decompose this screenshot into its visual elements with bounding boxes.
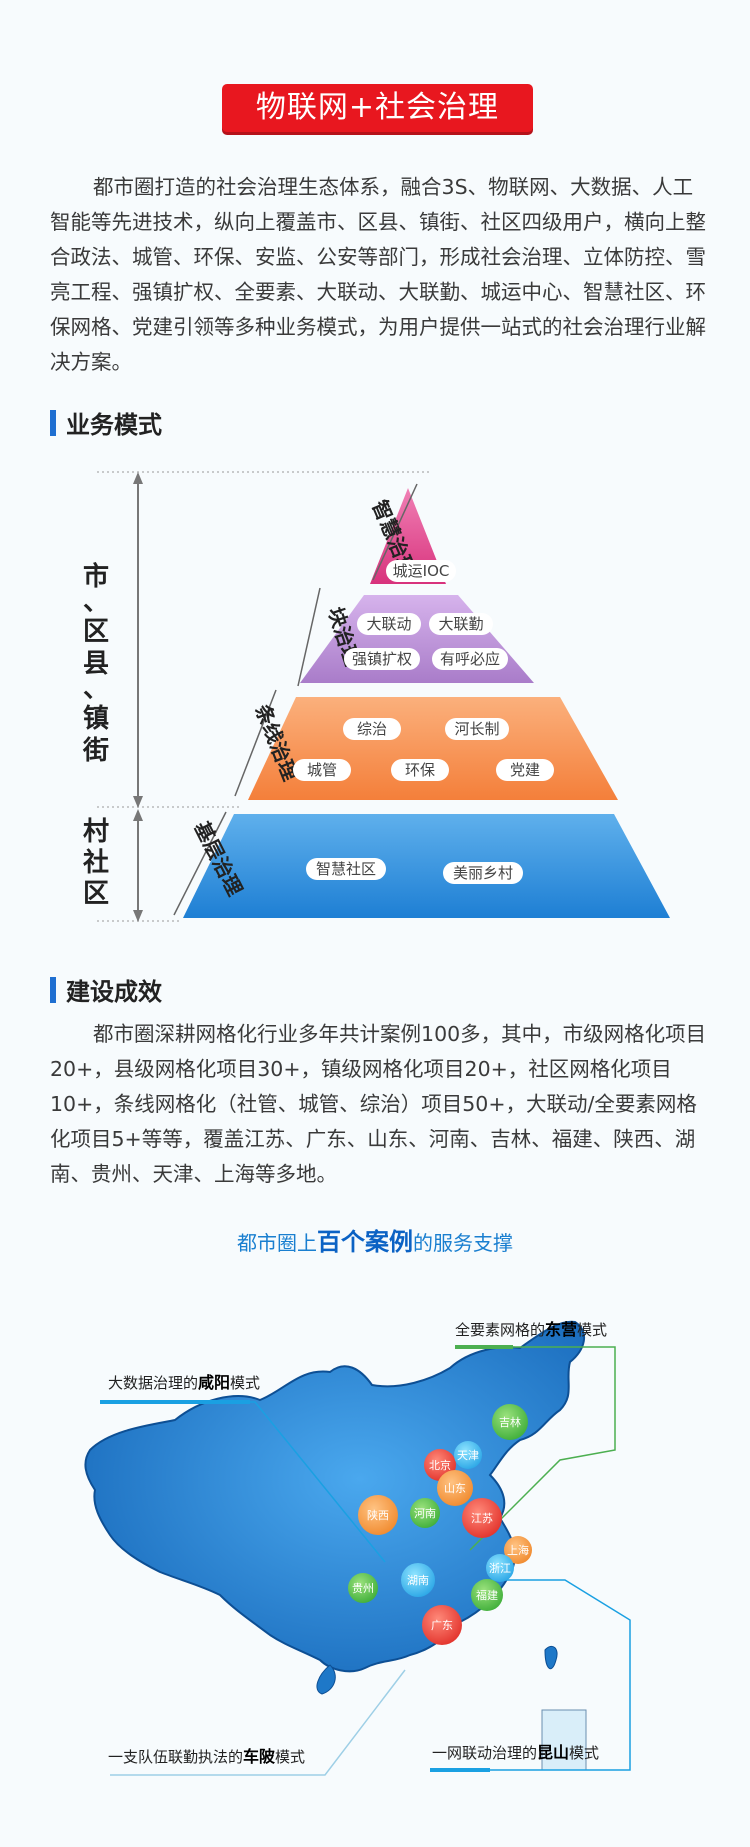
- svg-text:、: 、: [83, 674, 109, 704]
- pill: 河长制: [445, 718, 509, 740]
- svg-text:智慧社区: 智慧社区: [316, 860, 376, 878]
- svg-text:有呼必应: 有呼必应: [440, 650, 500, 668]
- svg-text:社: 社: [83, 847, 109, 878]
- svg-text:河南: 河南: [414, 1507, 436, 1520]
- pill: 城管: [293, 759, 351, 781]
- svg-text:贵州: 贵州: [352, 1582, 374, 1595]
- pill: 大联勤: [429, 613, 493, 635]
- svg-text:广东: 广东: [431, 1619, 453, 1632]
- pill: 党建: [496, 759, 554, 781]
- city-bubble-jilin: 吉林: [492, 1404, 528, 1440]
- pill: 有呼必应: [432, 648, 508, 670]
- city-bubble-jiangsu: 江苏: [462, 1498, 502, 1538]
- svg-text:综治: 综治: [357, 720, 387, 738]
- callout-line-kunshan: [430, 1579, 631, 1771]
- pill: 环保: [391, 759, 449, 781]
- pill: 美丽乡村: [443, 862, 523, 884]
- china-case-map: 大数据治理的咸阳模式 全要素网格的东营模式 一支队伍联勤执法的车陂模式 一网联动…: [84, 1320, 631, 1776]
- svg-text:山东: 山东: [444, 1482, 466, 1495]
- city-bubble-hunan: 湖南: [401, 1563, 435, 1597]
- china-map-shape: [84, 1320, 585, 1673]
- pill: 智慧社区: [306, 858, 386, 880]
- intro-paragraph: 都市圈打造的社会治理生态体系，融合3S、物联网、大数据、人工智能等先进技术，纵向…: [50, 175, 706, 374]
- svg-text:大联动: 大联动: [366, 615, 411, 633]
- svg-text:江苏: 江苏: [471, 1512, 493, 1525]
- svg-text:、: 、: [83, 587, 109, 617]
- svg-text:浙江: 浙江: [489, 1562, 511, 1575]
- pill: 大联动: [357, 613, 421, 635]
- city-bubble-shandong: 山东: [437, 1470, 473, 1506]
- pill: 强镇扩权: [344, 648, 420, 670]
- svg-text:吉林: 吉林: [499, 1415, 521, 1429]
- hainan-shape: [316, 1664, 336, 1695]
- level-label-village-community: 村 社 区: [83, 817, 109, 909]
- svg-text:陕西: 陕西: [367, 1508, 389, 1522]
- page-title: 物联网+社会治理: [222, 84, 533, 132]
- svg-text:河长制: 河长制: [454, 720, 499, 738]
- tier-grassroots-governance: [183, 814, 670, 918]
- city-bubble-zhejiang: 浙江: [486, 1554, 514, 1582]
- section-title: 业务模式: [66, 411, 162, 439]
- taiwan-shape: [544, 1645, 558, 1670]
- svg-text:区: 区: [83, 617, 109, 647]
- tier-arrow: [372, 483, 418, 581]
- results-paragraph: 都市圈深耕网格化行业多年共计案例100多，其中，市级网格化项目20+，县级网格化…: [50, 1022, 707, 1186]
- svg-text:天津: 天津: [457, 1449, 479, 1462]
- svg-text:湖南: 湖南: [407, 1574, 429, 1587]
- city-bubble-shaanxi: 陕西: [358, 1495, 398, 1535]
- callout-chebei: 一支队伍联勤执法的车陂模式: [108, 1747, 305, 1766]
- city-bubble-fujian: 福建: [471, 1579, 503, 1611]
- callout-dongying: 全要素网格的东营模式: [455, 1320, 607, 1339]
- city-bubble-guangdong: 广东: [422, 1605, 462, 1645]
- svg-text:镇: 镇: [83, 704, 109, 734]
- callout-line-dongying: [455, 1346, 616, 1551]
- tier-line-governance: [248, 697, 618, 800]
- svg-text:县: 县: [83, 649, 109, 679]
- callout-xianyang: 大数据治理的咸阳模式: [108, 1373, 260, 1392]
- pill: 综治: [343, 718, 401, 740]
- callout-kunshan: 一网联动治理的昆山模式: [432, 1743, 599, 1762]
- svg-text:区: 区: [83, 879, 109, 909]
- heading-bar: [50, 976, 56, 1003]
- svg-text:美丽乡村: 美丽乡村: [453, 864, 513, 882]
- pill: 城运IOC: [386, 560, 456, 582]
- svg-text:强镇扩权: 强镇扩权: [352, 650, 412, 668]
- map-title: 都市圈上百个案例的服务支撑: [237, 1228, 513, 1256]
- callout-line-chebei: [110, 1669, 406, 1776]
- city-bubble-guizhou: 贵州: [348, 1573, 378, 1603]
- svg-text:党建: 党建: [510, 761, 540, 779]
- section-heading-results: 建设成效: [50, 972, 162, 1007]
- city-bubble-shanghai: 上海: [504, 1536, 532, 1564]
- heading-bar: [50, 409, 56, 436]
- svg-text:村: 村: [83, 817, 109, 847]
- svg-text:大联勤: 大联勤: [438, 615, 483, 633]
- svg-text:福建: 福建: [476, 1588, 498, 1602]
- svg-text:街: 街: [82, 736, 109, 766]
- svg-text:上海: 上海: [507, 1543, 529, 1557]
- svg-text:城管: 城管: [307, 761, 337, 779]
- section-title: 建设成效: [66, 978, 162, 1006]
- svg-text:北京: 北京: [429, 1458, 451, 1472]
- svg-text:城运IOC: 城运IOC: [393, 562, 450, 580]
- south-sea-inset: [541, 1709, 587, 1771]
- city-bubble-henan: 河南: [410, 1498, 440, 1528]
- city-bubble-tianjin: 天津: [454, 1441, 482, 1469]
- svg-text:市: 市: [83, 561, 109, 592]
- section-heading-business-model: 业务模式: [50, 405, 162, 440]
- svg-text:环保: 环保: [405, 761, 435, 779]
- level-label-city-district-town: 市 、 区 县 、 镇 街: [82, 561, 109, 766]
- governance-pyramid: 市 、 区 县 、 镇 街 村 社 区 智慧治理 块治理 条线治理 基层治理 城…: [82, 471, 670, 922]
